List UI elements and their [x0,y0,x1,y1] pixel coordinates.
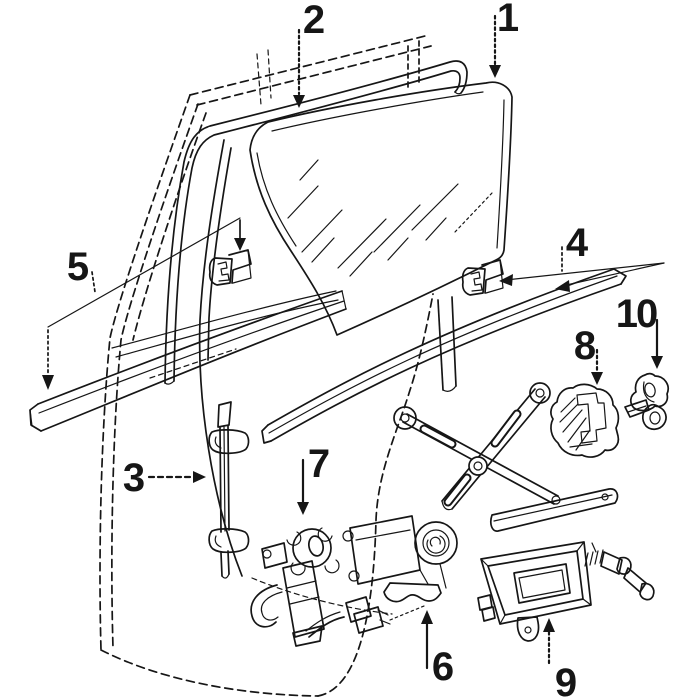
callout-6-label[interactable]: 6 [432,645,455,689]
callouts: 1 2 3 4 5 [42,0,665,700]
callout-9-arrowhead [543,618,555,632]
inner-belt-molding [261,268,627,444]
lock-actuator [477,541,655,642]
callout-7-arrowhead [297,502,309,515]
callout-1-arrowhead [489,65,501,78]
callout-8-label[interactable]: 8 [574,324,598,368]
callout-8-arrowhead [591,372,603,385]
door-latch [550,383,620,458]
callout-5: 5 [42,217,246,390]
callout-10-arrowhead [651,356,663,369]
callout-4-arrow-line-b [561,262,665,287]
callout-7-label[interactable]: 7 [308,442,331,486]
callout-2-label[interactable]: 2 [303,0,326,42]
window-glass [249,81,513,336]
door-striker [624,372,669,430]
window-regulator [342,382,619,603]
callout-4-label[interactable]: 4 [566,221,591,265]
wire-connector [345,596,425,634]
callout-5-leader-line [47,217,241,328]
callout-3-arrowhead [193,471,206,483]
callout-5-arrowhead [42,375,54,390]
outer-belt-molding [29,290,347,432]
door-frame-outline [99,35,434,697]
callout-2: 2 [293,0,326,108]
callout-6: 6 [421,610,455,689]
callout-4: 4 [499,221,665,292]
callout-5-arrowhead-b [234,238,246,251]
callout-6-arrowhead [421,610,433,624]
actuator-rod-linkage [584,542,655,601]
callout-3-label[interactable]: 3 [123,456,146,500]
callout-5-label[interactable]: 5 [67,245,91,289]
callout-4-arrowhead-b [555,280,570,292]
callout-4-arrow-line-a [505,262,665,281]
callout-2-arrowhead [293,95,305,108]
callout-8: 8 [574,324,603,385]
molding-clip-front [208,249,252,286]
callout-10: 10 [616,292,663,369]
window-motor [250,527,425,647]
callout-10-label[interactable]: 10 [616,292,659,336]
callout-4-arrowhead-a [499,274,513,286]
callout-9-label[interactable]: 9 [555,661,578,700]
callout-1-label[interactable]: 1 [497,0,521,40]
callout-7: 7 [297,442,331,515]
callout-5-leader-tick [91,271,96,293]
glass-guide-channel [208,401,250,579]
glass-reflection-streaks [287,159,493,277]
callout-3: 3 [123,456,206,500]
callout-9: 9 [543,618,578,700]
callout-1: 1 [489,0,521,78]
molding-clip-rear [461,259,504,296]
